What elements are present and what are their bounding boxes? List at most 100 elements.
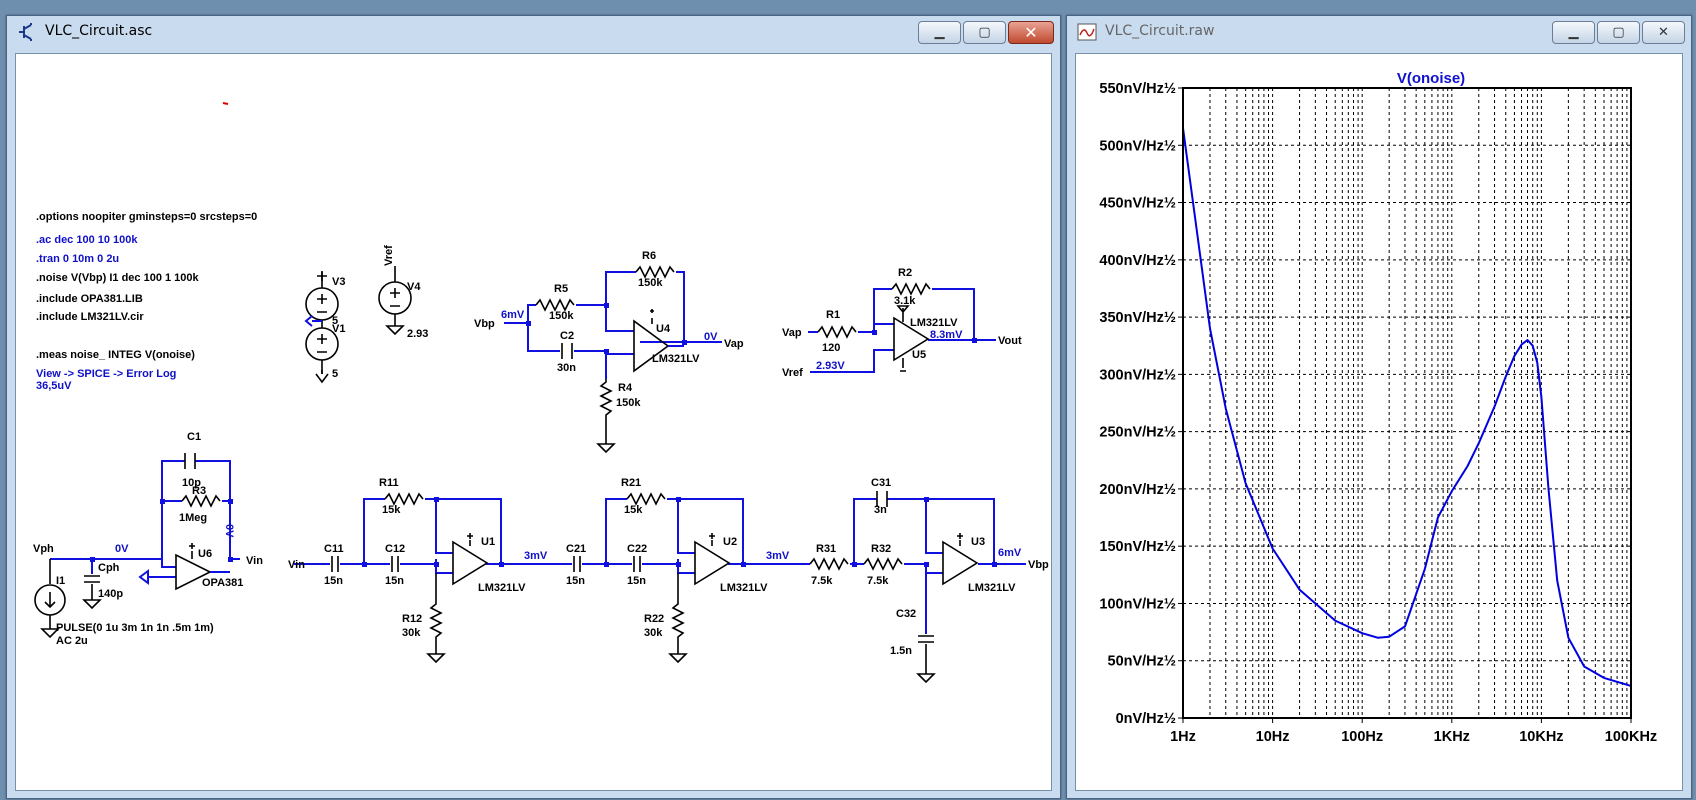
directive-ac[interactable]: .ac dec 100 10 100k xyxy=(36,234,138,246)
vbp-out-label: Vbp xyxy=(1028,559,1049,571)
y-tick-label: 100nV/Hz½ xyxy=(1099,596,1176,612)
c31-value: 3n xyxy=(874,504,887,516)
y-tick-label: 450nV/Hz½ xyxy=(1099,196,1176,212)
r22-value: 30k xyxy=(644,627,663,639)
y-tick-label: 500nV/Hz½ xyxy=(1099,138,1176,154)
x-tick-label: 1Hz xyxy=(1170,729,1196,745)
u2-stage[interactable] xyxy=(573,492,810,664)
close-icon: ✕ xyxy=(1658,25,1669,40)
r31-value: 7.5k xyxy=(811,575,833,587)
u4-label: U4 xyxy=(656,323,671,335)
vout-label: Vout xyxy=(998,335,1022,347)
net-2-93v: 2.93V xyxy=(816,360,845,372)
v4-value: 2.93 xyxy=(407,328,428,340)
r3-label: R3 xyxy=(192,485,206,497)
waveform-icon xyxy=(1077,23,1097,41)
comment-error-log[interactable]: View -> SPICE -> Error Log xyxy=(36,368,176,380)
u5-label: U5 xyxy=(912,349,926,361)
c31-label: C31 xyxy=(871,477,891,489)
x-tick-label: 100KHz xyxy=(1605,729,1657,745)
supply-v4[interactable] xyxy=(378,266,412,336)
vref-net-label: Vref xyxy=(383,245,395,266)
v3-label: V3 xyxy=(332,276,345,288)
schematic-window: VLC_Circuit.asc ▁ ▢ ✕ .w{stroke:#1010e0;… xyxy=(6,15,1061,799)
u2-model: LM321LV xyxy=(720,582,768,594)
c2-label: C2 xyxy=(560,330,574,342)
r2-label: R2 xyxy=(898,267,912,279)
u6-stage[interactable] xyxy=(34,453,240,639)
vin-in-label: Vin xyxy=(288,559,305,571)
x-tick-label: 10Hz xyxy=(1256,729,1290,745)
r32-label: R32 xyxy=(871,543,891,555)
i1-label: I1 xyxy=(56,575,65,587)
y-tick-label: 400nV/Hz½ xyxy=(1099,253,1176,269)
series-line-onoise[interactable] xyxy=(1182,127,1632,687)
net-0v-a: 0V xyxy=(704,331,718,343)
c12-value: 15n xyxy=(385,575,404,587)
y-tick-label: 50nV/Hz½ xyxy=(1108,654,1177,670)
u6-model: OPA381 xyxy=(202,577,243,589)
r12-label: R12 xyxy=(402,613,422,625)
window-title: VLC_Circuit.raw xyxy=(1105,23,1215,39)
net-3mv-a: 3mV xyxy=(524,550,548,562)
i1-pulse: PULSE(0 1u 3m 1n 1n .5m 1m) xyxy=(56,622,214,634)
c22-value: 15n xyxy=(627,575,646,587)
c21-value: 15n xyxy=(566,575,585,587)
directive-options[interactable]: .options noopiter gminsteps=0 srcsteps=0 xyxy=(36,211,257,223)
minimize-icon: ▁ xyxy=(934,25,945,40)
r6-label: R6 xyxy=(642,250,656,262)
c32-label: C32 xyxy=(896,608,916,620)
comment-result[interactable]: 36,5uV xyxy=(36,380,72,392)
supply-v3-v1[interactable] xyxy=(304,271,339,384)
schematic-canvas[interactable]: .w{stroke:#1010e0;stroke-width:2;fill:no… xyxy=(15,53,1052,791)
schematic-drawing[interactable]: .w{stroke:#1010e0;stroke-width:2;fill:no… xyxy=(16,54,1051,790)
c1-label: C1 xyxy=(187,431,201,443)
u1-model: LM321LV xyxy=(478,582,526,594)
v3-value: 5 xyxy=(332,315,338,327)
r21-value: 15k xyxy=(624,504,643,516)
r1-label: R1 xyxy=(826,309,840,321)
close-button[interactable]: ✕ xyxy=(1008,21,1054,44)
maximize-button[interactable]: ▢ xyxy=(963,21,1006,44)
u5-model: LM321LV xyxy=(910,317,958,329)
directive-tran[interactable]: .tran 0 10m 0 2u xyxy=(36,253,119,265)
u2-label: U2 xyxy=(723,536,737,548)
directive-meas[interactable]: .meas noise_ INTEG V(onoise) xyxy=(36,349,195,361)
maximize-button[interactable]: ▢ xyxy=(1597,21,1640,44)
directive-noise[interactable]: .noise V(Vbp) I1 dec 100 1 100k xyxy=(36,272,200,284)
r5-label: R5 xyxy=(554,283,568,295)
close-icon: ✕ xyxy=(1024,23,1038,42)
minimize-icon: ▁ xyxy=(1568,25,1579,40)
net-8-3mv: 8.3mV xyxy=(930,329,963,341)
v1-label: V1 xyxy=(332,323,345,335)
u1-stage[interactable] xyxy=(294,492,572,664)
u3-stage[interactable] xyxy=(809,491,1026,684)
c21-label: C21 xyxy=(566,543,586,555)
u5-stage[interactable] xyxy=(808,282,996,373)
r4-value: 150k xyxy=(616,397,641,409)
v4-label: V4 xyxy=(407,281,421,293)
y-tick-label: 550nV/Hz½ xyxy=(1099,81,1176,97)
cph-value: 140p xyxy=(98,588,123,600)
net-6mv-b: 6mV xyxy=(998,547,1022,559)
u3-label: U3 xyxy=(971,536,985,548)
c11-label: C11 xyxy=(324,543,344,555)
window-title: VLC_Circuit.asc xyxy=(45,23,153,39)
minimize-button[interactable]: ▁ xyxy=(918,21,961,44)
schematic-titlebar[interactable]: VLC_Circuit.asc ▁ ▢ ✕ xyxy=(7,16,1060,46)
directive-include-lm321lv[interactable]: .include LM321LV.cir xyxy=(36,311,144,323)
close-button[interactable]: ✕ xyxy=(1642,21,1685,44)
u4-stage[interactable] xyxy=(504,265,685,454)
net-0v-b: 0V xyxy=(115,543,129,555)
directive-include-opa381[interactable]: .include OPA381.LIB xyxy=(36,293,143,305)
y-tick-label: 250nV/Hz½ xyxy=(1099,425,1176,441)
x-tick-label: 100Hz xyxy=(1341,729,1383,745)
minimize-button[interactable]: ▁ xyxy=(1552,21,1595,44)
noise-plot[interactable]: V(onoise) 0nV/Hz½50nV/Hz½100nV/Hz½150nV/… xyxy=(1076,54,1682,790)
waveform-titlebar[interactable]: VLC_Circuit.raw ▁ ▢ ✕ xyxy=(1067,16,1691,46)
r1-value: 120 xyxy=(822,342,840,354)
vap-in-label: Vap xyxy=(782,327,802,339)
